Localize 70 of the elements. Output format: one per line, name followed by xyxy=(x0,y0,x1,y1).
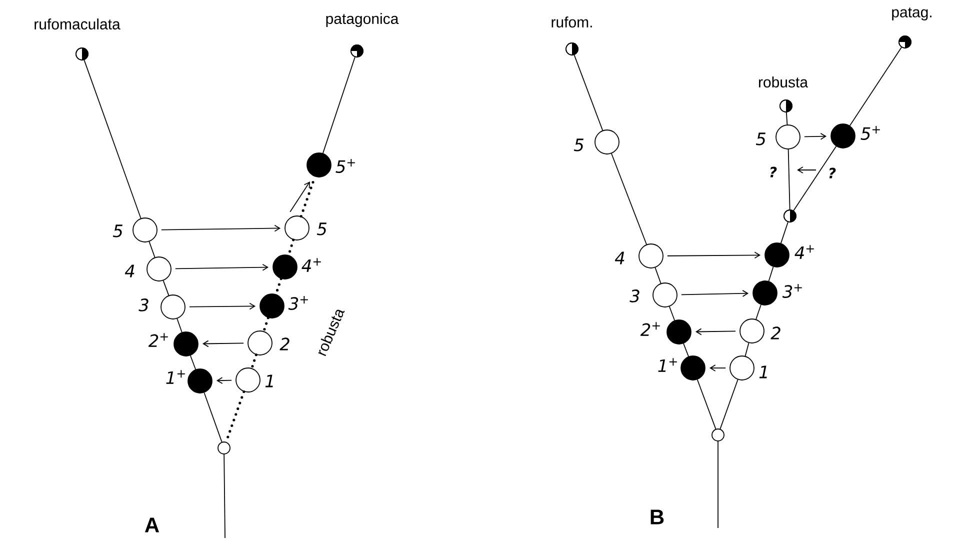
dotted-line xyxy=(250,354,258,370)
panel-letter: B xyxy=(650,510,664,524)
lineage-line xyxy=(744,342,750,356)
number-label: 1$^{+}$ xyxy=(166,370,185,384)
lineage-line xyxy=(654,267,662,284)
arrow xyxy=(667,252,761,259)
arrow xyxy=(216,377,232,384)
lineage-line xyxy=(176,318,182,333)
question-mark: ? xyxy=(829,168,836,178)
lineage-line xyxy=(190,355,196,370)
number-label: 5 xyxy=(112,224,122,238)
lineage-line xyxy=(849,46,902,126)
lineage-line xyxy=(683,343,689,357)
species-name: patagonica xyxy=(326,13,399,27)
species-name: patag. xyxy=(892,8,932,20)
number-label: 1 xyxy=(265,374,273,388)
lineage-line xyxy=(204,392,222,442)
lineage-line xyxy=(768,266,774,282)
number-label: 4 xyxy=(124,264,134,278)
lineage-line xyxy=(793,146,837,212)
open-circle xyxy=(712,428,724,442)
arrow xyxy=(290,181,310,212)
arrow xyxy=(161,224,281,232)
lineage-line xyxy=(574,54,604,131)
panel-letter: A xyxy=(144,518,160,532)
number-label: 1$^{+}$ xyxy=(658,358,677,372)
number-label: 4$^{+}$ xyxy=(794,245,814,259)
arrow xyxy=(681,290,749,297)
arrow xyxy=(202,340,244,348)
lineage-line xyxy=(162,280,170,296)
number-label: 5$^{+}$ xyxy=(336,159,355,173)
lineage-line xyxy=(611,153,647,245)
arrow xyxy=(189,302,256,310)
number-label: 3$^{+}$ xyxy=(782,284,802,298)
number-label: 5 xyxy=(756,132,766,146)
arrow xyxy=(804,132,827,140)
lineage-line xyxy=(696,379,716,430)
lineage-line xyxy=(84,60,142,219)
number-label: 5 xyxy=(574,138,584,152)
number-label: 5$^{+}$ xyxy=(860,126,880,140)
number-label: 2$^{+}$ xyxy=(640,322,660,336)
number-label: 2 xyxy=(770,326,780,340)
arrow xyxy=(695,328,736,336)
number-label: 2$^{+}$ xyxy=(148,333,168,347)
number-label: 4$^{+}$ xyxy=(302,258,321,272)
lineage-line xyxy=(786,112,788,126)
number-label: 4 xyxy=(614,252,624,264)
dotted-line xyxy=(262,316,270,332)
lineage-line xyxy=(668,306,676,321)
lineage-line xyxy=(756,304,762,320)
lineage-line xyxy=(148,241,156,258)
lineage-line xyxy=(788,149,790,210)
number-label: 1 xyxy=(759,366,767,378)
arrow xyxy=(175,264,269,271)
lineage-line xyxy=(224,454,226,538)
arrow xyxy=(709,364,726,372)
species-name: rufomaculata xyxy=(34,18,120,30)
number-label: 2 xyxy=(280,338,290,350)
number-label: 3$^{+}$ xyxy=(288,296,308,310)
lineage-line xyxy=(720,379,738,430)
species-name: robusta xyxy=(758,76,808,88)
half-filled-circle xyxy=(784,210,796,222)
species-name: rufom. xyxy=(552,16,592,28)
open-circle xyxy=(218,442,230,454)
lineage-line xyxy=(780,222,788,244)
lineage-line xyxy=(322,56,356,154)
number-label: 3 xyxy=(138,298,148,312)
number-label: 5 xyxy=(316,222,326,236)
number-label: 3 xyxy=(630,290,640,302)
question-mark: ? xyxy=(770,166,777,178)
